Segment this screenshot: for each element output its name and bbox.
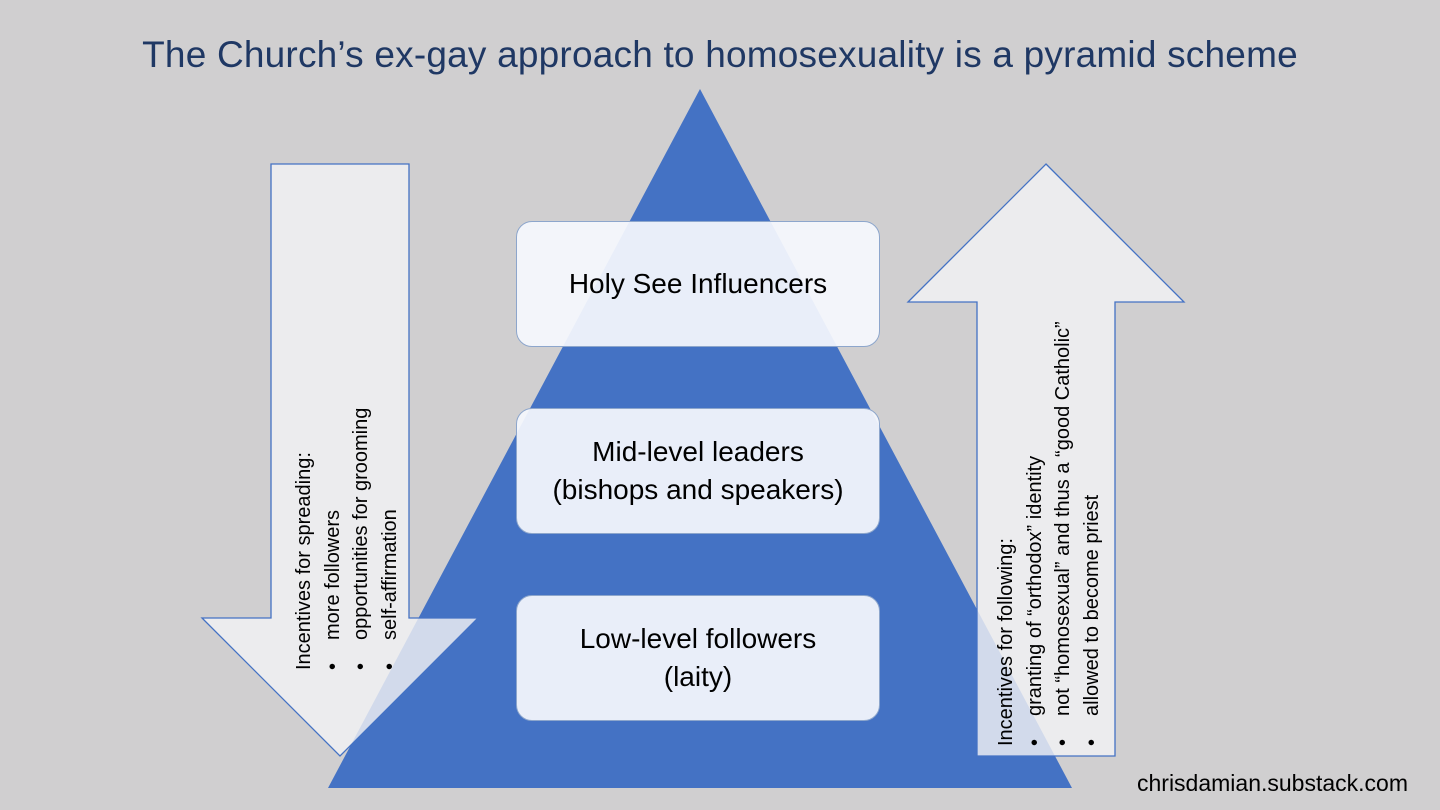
right-arrow-heading: Incentives for following: — [995, 538, 1017, 746]
left-arrow-bullet: • opportunities for grooming — [347, 408, 376, 670]
tier-bottom-label: Low-level followers (laity) — [579, 623, 817, 692]
left-arrow-bullet-text: self-affirmation — [378, 509, 401, 640]
tier-top-label: Holy See Influencers — [568, 268, 828, 299]
left-arrow-bullet: • more followers — [319, 408, 348, 670]
bullet-dot: • — [1052, 738, 1075, 746]
slide-title: The Church’s ex-gay approach to homosexu… — [142, 34, 1298, 75]
tier-top-box: Holy See Influencers — [516, 221, 880, 347]
left-arrow-bullet: • self-affirmation — [376, 408, 405, 670]
bullet-dot: • — [321, 662, 344, 670]
left-down-arrow — [200, 163, 480, 757]
left-arrow-text: Incentives for spreading: • more followe… — [290, 408, 404, 670]
left-arrow-heading: Incentives for spreading: — [293, 452, 315, 670]
left-arrow-bullet-text: more followers — [321, 509, 344, 640]
tier-middle-label: Mid-level leaders (bishops and speakers) — [552, 436, 844, 505]
tier-bottom-box: Low-level followers (laity) — [516, 595, 880, 721]
right-arrow-bullet: • allowed to become priest — [1078, 321, 1107, 746]
right-arrow-bullet: • granting of “orthodox” identity — [1021, 321, 1050, 746]
bullet-dot: • — [350, 662, 373, 670]
tier-middle-box: Mid-level leaders (bishops and speakers) — [516, 408, 880, 534]
right-up-arrow — [906, 163, 1186, 757]
credit-link[interactable]: chrisdamian.substack.com — [1137, 770, 1408, 796]
bullet-dot: • — [378, 662, 401, 670]
left-arrow-bullet-text: opportunities for grooming — [350, 407, 373, 640]
right-arrow-bullet: • not “homosexual” and thus a “good Cath… — [1049, 321, 1078, 746]
right-arrow-bullet-text: not “homosexual” and thus a “good Cathol… — [1052, 321, 1075, 716]
bullet-dot: • — [1023, 738, 1046, 746]
right-arrow-bullet-text: granting of “orthodox” identity — [1023, 455, 1046, 716]
right-arrow-bullet-text: allowed to become priest — [1080, 494, 1103, 716]
right-arrow-text: Incentives for following: • granting of … — [992, 321, 1106, 746]
bullet-dot: • — [1080, 738, 1103, 746]
